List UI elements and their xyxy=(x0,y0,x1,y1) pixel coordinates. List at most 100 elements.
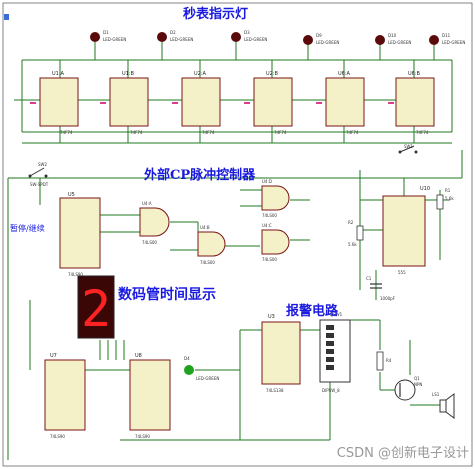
led-model: LED-GREEN xyxy=(196,376,219,381)
flipflop-row xyxy=(39,77,435,127)
decoder-u3[interactable]: U3 74LS138 xyxy=(261,314,301,393)
resistor-ref: R1 xyxy=(445,188,451,193)
capacitor-ref: C1 xyxy=(366,276,372,281)
ff-model: 74F74 xyxy=(202,130,215,135)
decoder-ref: U3 xyxy=(268,314,275,320)
led-ref: D9 xyxy=(316,33,322,38)
speaker-ref: LS1 xyxy=(432,392,440,397)
transistor-ref: Q1 xyxy=(414,376,420,381)
flipflop-u6a[interactable] xyxy=(325,77,365,127)
counter-u7[interactable]: U7 74LS90 xyxy=(44,353,86,439)
switch-sw2[interactable]: SW2 SW-SPDT xyxy=(28,162,49,187)
sheet-marker xyxy=(4,14,9,20)
gate-model: 74LS00 xyxy=(262,257,277,262)
led-ref: D10 xyxy=(388,33,397,38)
led-d4[interactable]: D4 LED-GREEN xyxy=(184,356,219,381)
led-model: LED-GREEN xyxy=(170,37,193,42)
resistor-r4[interactable]: R4 xyxy=(376,351,392,371)
gate-u4c[interactable] xyxy=(261,229,290,255)
led-model: LED-GREEN xyxy=(103,37,126,42)
switch-sw1[interactable]: SW1 xyxy=(398,144,418,154)
title-display: 数码管时间显示 xyxy=(118,287,216,303)
gate-ref: U4:C xyxy=(262,223,272,228)
display-digit: 2 xyxy=(81,280,111,338)
counter-model: 74LS90 xyxy=(50,434,65,439)
ff-ref: U6:B xyxy=(408,71,421,77)
flipflop-u1b[interactable] xyxy=(109,77,149,127)
gate-model: 74LS00 xyxy=(262,213,277,218)
counter-ref: U8 xyxy=(135,353,142,359)
led-ref: D2 xyxy=(170,30,176,35)
ff-ref: U1:B xyxy=(122,71,135,77)
led-ref: D11 xyxy=(442,33,451,38)
gate-model: 74LS00 xyxy=(200,260,215,265)
flipflop-u2b[interactable] xyxy=(253,77,293,127)
flipflop-labels: U1:A U1:B U2:A U2:B U6:A U6:B 74F74 74F7… xyxy=(52,71,429,135)
decoder-model: 74LS138 xyxy=(266,388,284,393)
resistor-value: 5.6k xyxy=(445,196,454,201)
gate-model: 74LS00 xyxy=(142,240,157,245)
led-ref: D4 xyxy=(184,356,190,361)
gate-ref: U4:B xyxy=(200,225,210,230)
ff-model: 74F74 xyxy=(130,130,143,135)
ff-ref: U2:B xyxy=(266,71,279,77)
nand-gates xyxy=(139,185,290,257)
led-model: LED-GREEN xyxy=(388,40,411,45)
title-toggle: 暂停/继续 xyxy=(10,224,45,233)
ff-ref: U1:A xyxy=(52,71,65,77)
switch-model: SW-SPDT xyxy=(30,182,49,187)
gate-ref: U4:D xyxy=(262,179,272,184)
ff-model: 74F74 xyxy=(60,130,73,135)
led-model: LED-GREEN xyxy=(442,40,465,45)
counter-model: 74LS90 xyxy=(135,434,150,439)
flipflop-u6b[interactable] xyxy=(395,77,435,127)
dip-model: DIPSW_8 xyxy=(322,388,340,393)
title-cp-controller: 外部CP脉冲控制器 xyxy=(144,168,256,183)
led-ref: D1 xyxy=(103,30,109,35)
counter-u5[interactable]: U5 74LS90 xyxy=(59,192,101,277)
dip-switch[interactable]: DSW1 DIPSW_8 xyxy=(319,312,351,393)
counter-u8[interactable]: U8 74LS90 xyxy=(129,353,171,439)
timer-ref: U10 xyxy=(420,186,430,192)
counter-model: 74LS90 xyxy=(68,272,83,277)
counter-ref: U7 xyxy=(50,353,57,359)
ff-ref: U2:A xyxy=(194,71,207,77)
timer-u10[interactable]: U10 555 xyxy=(382,186,430,275)
gate-u4a[interactable] xyxy=(139,207,170,237)
capacitor-value: 1000pF xyxy=(380,296,396,301)
timer-model: 555 xyxy=(398,270,406,275)
title-alarm: 报警电路 xyxy=(286,304,339,319)
gate-u4d[interactable] xyxy=(261,185,290,211)
speaker-ls1[interactable]: LS1 xyxy=(432,392,455,419)
ff-model: 74F74 xyxy=(346,130,359,135)
resistor-value: 5.6k xyxy=(348,242,357,247)
title-seconds-leds: 秒表指示灯 xyxy=(183,7,249,22)
resistor-r2[interactable]: R2 5.6k xyxy=(348,220,364,247)
ff-model: 74F74 xyxy=(416,130,429,135)
net-labels xyxy=(30,102,394,104)
resistor-ref: R4 xyxy=(386,358,392,363)
transistor-q1[interactable]: Q1 NPN xyxy=(394,376,422,401)
seven-segment-display: 2 xyxy=(77,275,115,339)
flipflop-u1a[interactable] xyxy=(39,77,79,127)
watermark: CSDN @创新电子设计 xyxy=(336,446,469,461)
switch-ref: SW1 xyxy=(404,144,413,149)
capacitor-c1[interactable]: C1 1000pF xyxy=(366,276,396,301)
led-model: LED-GREEN xyxy=(244,37,267,42)
gate-u4b[interactable] xyxy=(197,231,226,257)
ff-ref: U6:A xyxy=(338,71,351,77)
led-ref: D3 xyxy=(244,30,250,35)
switch-ref: SW2 xyxy=(38,162,47,167)
resistor-r1[interactable]: R1 5.6k xyxy=(436,188,454,210)
ff-model: 74F74 xyxy=(274,130,287,135)
gate-labels: U4:D 74LS00 U4:A 74LS00 U4:B 74LS00 U4:C… xyxy=(142,179,277,265)
flipflop-u2a[interactable] xyxy=(181,77,221,127)
